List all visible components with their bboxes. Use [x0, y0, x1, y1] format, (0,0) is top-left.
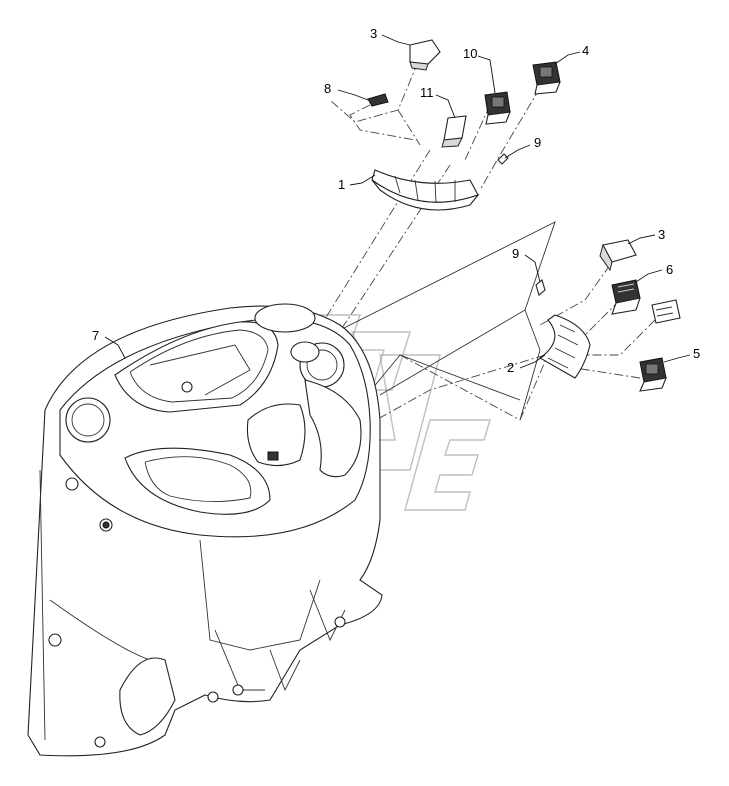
console-body — [27, 303, 383, 757]
switch-3-top — [409, 39, 441, 71]
switch-6 — [611, 279, 641, 315]
cover-panel-1 — [371, 169, 480, 211]
callout-9-top: 9 — [534, 135, 541, 150]
connector-block — [651, 299, 681, 324]
callout-4: 4 — [582, 43, 589, 58]
callout-3-top: 3 — [370, 26, 377, 41]
screw-9-top — [497, 153, 509, 165]
switch-3-right — [599, 239, 637, 272]
callout-7: 7 — [92, 328, 99, 343]
switch-4 — [532, 61, 561, 95]
clip-8 — [367, 93, 389, 107]
callout-10: 10 — [463, 46, 477, 61]
screw-9-right — [535, 279, 546, 296]
callout-3-right: 3 — [658, 227, 665, 242]
callout-labels: 1 2 3 3 4 5 6 7 8 9 9 10 11 — [92, 26, 700, 375]
bracket-2 — [538, 314, 591, 379]
switch-10 — [484, 91, 511, 125]
callout-2: 2 — [507, 360, 514, 375]
switch-11 — [441, 115, 467, 148]
callout-6: 6 — [666, 262, 673, 277]
switch-5 — [639, 357, 667, 392]
callout-1: 1 — [338, 177, 345, 192]
leader-lines — [104, 34, 691, 369]
callout-8: 8 — [324, 81, 331, 96]
callout-9-right: 9 — [512, 246, 519, 261]
callout-11: 11 — [420, 85, 434, 100]
callout-5: 5 — [693, 346, 700, 361]
